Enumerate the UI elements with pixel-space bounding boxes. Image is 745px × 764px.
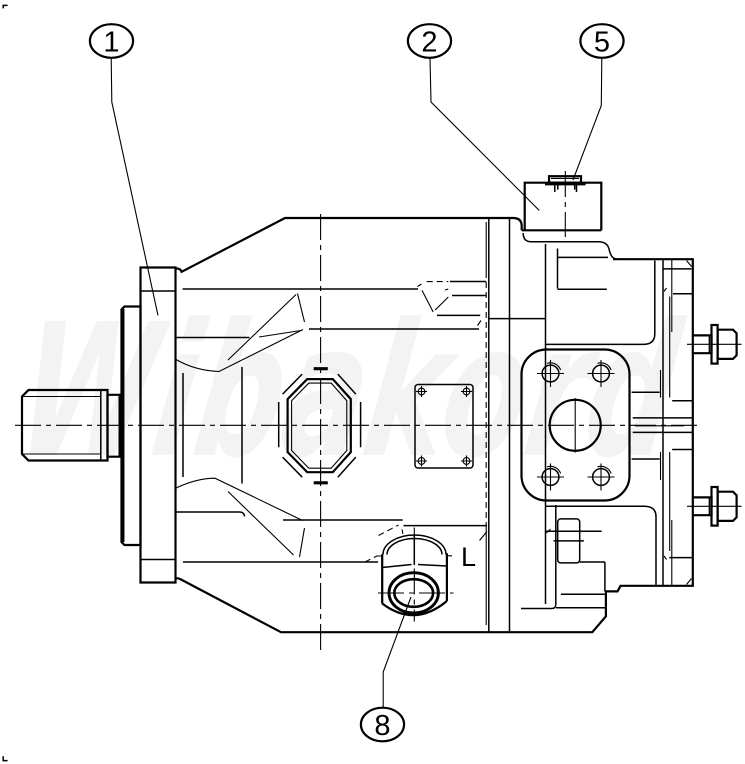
port-flange-bolt-holes xyxy=(537,360,615,491)
leader-line-8 xyxy=(382,596,412,708)
rib-lower-lines xyxy=(227,491,306,558)
housing-interior xyxy=(175,217,657,632)
flange-step-lines xyxy=(140,290,176,561)
pedestal-bottom xyxy=(545,505,657,585)
balloon-2 xyxy=(406,23,453,59)
rib-upper-lines xyxy=(227,293,306,361)
hex-bolt-lower xyxy=(687,485,742,527)
hex-bolt-upper xyxy=(687,323,742,365)
port-label-L: L xyxy=(461,542,476,572)
octagon-boss-lines xyxy=(313,367,328,485)
flange-outline xyxy=(139,266,177,584)
valve-pad-lines xyxy=(556,248,608,290)
pump-housing xyxy=(174,216,694,634)
corner-marks xyxy=(2,4,8,762)
housing-right-bottom-outline xyxy=(174,258,694,634)
centerlines xyxy=(15,214,701,650)
joint-vertical-2 xyxy=(488,217,511,632)
corner-mark-top-left xyxy=(2,4,8,9)
balloon-1 xyxy=(88,23,135,59)
kidney-tick xyxy=(477,320,482,326)
balloon-8 xyxy=(359,706,406,743)
watermark-text: Wibakord xyxy=(7,285,692,499)
interior-verticals xyxy=(182,367,243,484)
leader-line-2 xyxy=(429,57,540,211)
lower-notch-lines xyxy=(556,561,606,609)
bolt-hole-spotface-arcs xyxy=(546,362,612,474)
bolt-head-lower xyxy=(716,490,738,522)
funnel-lines xyxy=(417,283,449,313)
watermark: Wibakord xyxy=(7,285,692,499)
drain-plug xyxy=(364,524,454,622)
plug-chamfer-dashes xyxy=(364,524,399,563)
end-cover-chamfer-lines xyxy=(669,292,693,559)
end-cover-corner-chamfers xyxy=(686,260,692,585)
end-cover-ticks xyxy=(663,287,667,560)
plug-centerlines xyxy=(378,527,454,622)
nameplate xyxy=(414,383,474,469)
lower-step-line xyxy=(521,505,557,610)
port-flange-outline xyxy=(520,348,631,502)
rear-section-lines xyxy=(631,259,693,586)
shaft-collar xyxy=(106,393,121,458)
octagon-inner xyxy=(291,382,348,469)
balloon-number-2: 2 xyxy=(421,26,437,58)
nameplate-outline xyxy=(414,383,474,469)
shaft-thread-lines xyxy=(23,395,101,455)
lower-boss-details xyxy=(521,505,606,610)
nameplate-screw-crosshairs xyxy=(416,386,472,467)
interior-line-bore-bottom xyxy=(176,511,246,517)
callout-5: 5 xyxy=(572,23,625,181)
housing-top-outline xyxy=(175,216,523,274)
plug-tick xyxy=(401,529,404,535)
leader-line-1 xyxy=(110,57,159,316)
callout-1: 1 xyxy=(88,23,159,316)
bearing-lines-inner xyxy=(672,400,692,451)
control-valve-block xyxy=(523,171,603,237)
drive-shaft xyxy=(20,388,121,462)
octagon-boss xyxy=(277,367,362,485)
callouts-layer: 1 2 5 8 xyxy=(88,23,625,743)
pedestal-top xyxy=(545,260,656,346)
nameplate-screws xyxy=(416,386,472,467)
octagon-corner-ticks xyxy=(282,373,357,478)
rear-face-tick xyxy=(546,528,551,534)
balloon-number-1: 1 xyxy=(103,26,119,58)
octagon-side-ticks xyxy=(277,402,362,448)
octagon-outer xyxy=(286,378,352,474)
callout-2: 2 xyxy=(406,23,540,211)
interior-line-mid-lower xyxy=(283,519,487,527)
corner-mark-bottom-left xyxy=(2,756,8,762)
bolt-hole-crosshairs xyxy=(537,360,615,491)
balloon-5 xyxy=(579,23,625,59)
bearing-lines-outer xyxy=(631,391,660,460)
top-fitting-studs xyxy=(554,184,578,192)
bolt-head-upper xyxy=(716,328,738,360)
callout-8: 8 xyxy=(359,596,412,743)
kidney-lines xyxy=(437,280,487,317)
joint-tick xyxy=(479,531,488,541)
balloon-number-5: 5 xyxy=(594,26,610,58)
leader-line-5 xyxy=(572,57,603,181)
shaft-outline xyxy=(20,388,109,462)
balloon-number-8: 8 xyxy=(374,710,390,742)
rib-upper-bottom-line xyxy=(175,329,304,373)
plug-hex-sides xyxy=(381,553,448,604)
housing-step-right-of-block xyxy=(522,232,619,260)
valve-block-outline xyxy=(523,181,603,231)
rib-lower-top-line xyxy=(175,477,303,521)
front-mounting-flange xyxy=(139,266,177,584)
port-flange-plate xyxy=(520,348,631,502)
